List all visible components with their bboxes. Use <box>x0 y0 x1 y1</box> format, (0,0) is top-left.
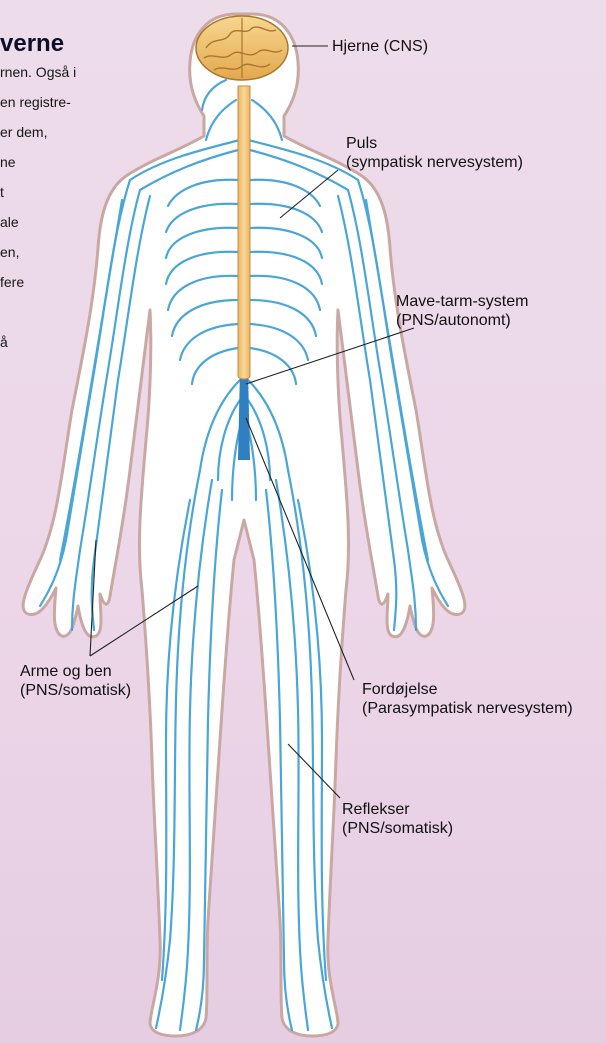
label-gut: Mave-tarm-system (PNS/autonomt) <box>396 292 528 330</box>
intro-text-line: fere <box>0 274 24 290</box>
intro-text-line: ale <box>0 214 19 230</box>
label-reflexes: Reflekser (PNS/somatisk) <box>342 800 453 838</box>
spinal-cord <box>238 86 250 379</box>
intro-text-line: å <box>0 334 8 350</box>
intro-text-line: ne <box>0 154 16 170</box>
label-digestion: Fordøjelse (Parasympatisk nervesystem) <box>362 680 573 718</box>
intro-text-line: en, <box>0 244 19 260</box>
intro-text-line: en registre- <box>0 94 71 110</box>
label-brain: Hjerne (CNS) <box>332 37 428 56</box>
page-heading: verne <box>0 30 64 58</box>
intro-text-line: rnen. Også i <box>0 64 76 80</box>
intro-text-line: t <box>0 184 4 200</box>
label-limbs: Arme og ben (PNS/somatisk) <box>20 662 131 700</box>
brain <box>196 16 288 80</box>
intro-text-line: er dem, <box>0 124 47 140</box>
label-pulse: Puls (sympatisk nervesystem) <box>346 134 523 172</box>
